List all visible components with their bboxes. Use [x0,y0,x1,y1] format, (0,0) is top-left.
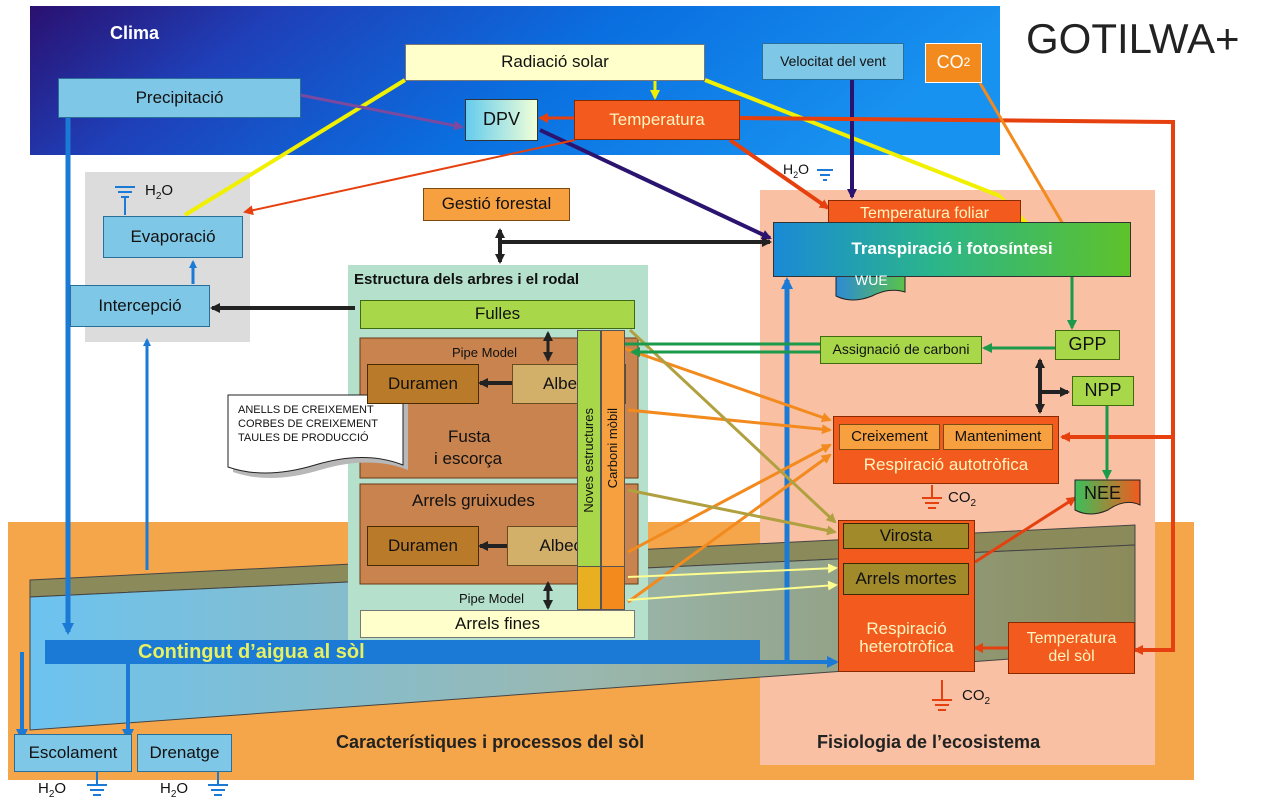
litter-box: Virosta [843,523,969,549]
wind-speed-box: Velocitat del vent [762,43,904,80]
section-physiology: Fisiologia de l’ecosistema [817,732,1041,752]
drainage-box: Drenatge [137,734,232,772]
mobile-carbon-column-bottom [601,566,625,610]
npp-box: NPP [1072,376,1134,406]
ground-icon-hetero [932,680,952,711]
solar-radiation-box: Radiació solar [405,44,705,81]
heartwood-box: Duramen [367,364,479,404]
growth-box: Creixement [839,424,940,450]
pipe-model-top: Pipe Model [452,345,518,360]
new-structures-label: Noves estructures [581,408,596,513]
wood-bark-line1: Fusta [448,427,491,446]
h2o-drain-label: H2O [160,780,189,800]
root-heartwood-box: Duramen [367,526,479,566]
soil-temp-line2: del sòl [1048,648,1095,665]
mobile-carbon-label: Carboni mòbil [605,408,620,489]
ground-icon-auto [922,485,942,509]
evaporation-box: Evaporació [103,216,243,258]
soil-water-label: Contingut d’aigua al sòl [138,641,365,663]
dead-roots-box: Arrels mortes [843,563,969,595]
fine-roots-box: Arrels fines [360,610,635,638]
h2o-evap-label: H2O [145,182,174,202]
ground-icon-runoff [87,770,107,796]
temperature-box: Temperatura [574,100,740,140]
ground-icon-transp [817,169,833,181]
co2-sub: 2 [963,55,971,70]
co2-hetero-label: CO2 [962,687,991,707]
section-structure: Estructura dels arbres i el rodal [354,271,580,288]
runoff-box: Escolament [14,734,132,772]
interception-box: Intercepció [70,285,210,327]
ground-icon-drain [208,770,228,796]
heterotrophic-line2: heterotròfica [859,637,954,657]
wue-label: WUE [855,272,888,288]
leaves-box: Fulles [360,300,635,329]
co2-auto-label: CO2 [948,489,977,509]
wood-bark-line2: i escorça [434,449,503,468]
transpiration-box: Transpiració i fotosíntesi [773,222,1131,277]
new-structures-column-bottom [577,566,601,610]
ground-icon-evap [115,186,135,215]
doc-line-3: TAULES DE PRODUCCIÓ [238,432,369,444]
autotrophic-label: Respiració autotròfica [863,455,1029,475]
forest-management-box: Gestió forestal [423,188,570,221]
doc-line-1: ANELLS DE CREIXEMENT [238,404,374,416]
gpp-box: GPP [1055,330,1120,360]
leaf-temperature-box: Temperatura foliar [828,200,1021,228]
section-clima: Clima [110,23,160,43]
doc-line-2: CORBES DE CREIXEMENT [238,418,378,430]
co2-label: CO [936,52,964,73]
h2o-runoff-label: H2O [38,780,67,800]
diagram-title: GOTILWA+ [1026,15,1240,62]
precipitation-box: Precipitació [58,78,301,118]
soil-water-bar: Contingut d’aigua al sòl [45,640,760,664]
h2o-transp-label: H2O [783,161,810,180]
nee-label: NEE [1084,483,1122,503]
coarse-roots-label: Arrels gruixudes [412,491,535,510]
carbon-allocation-box: Assignació de carboni [820,336,982,364]
maintenance-box: Manteniment [943,424,1053,450]
soil-temperature-box: Temperatura del sòl [1008,622,1135,674]
dpv-box: DPV [465,99,538,141]
heterotrophic-line1: Respiració [866,618,947,638]
pipe-model-bottom: Pipe Model [459,591,525,606]
mobile-carbon-column [601,330,625,610]
soil-temp-line1: Temperatura [1026,630,1117,648]
section-soil: Característiques i processos del sòl [336,732,645,752]
